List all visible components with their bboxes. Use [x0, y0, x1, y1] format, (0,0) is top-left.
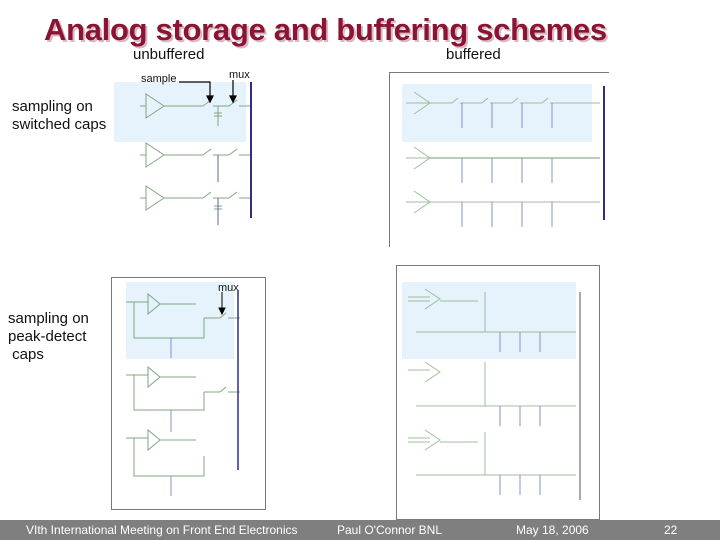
footer-conference: VIth International Meeting on Front End …	[26, 523, 298, 537]
highlight-channel	[126, 282, 234, 359]
label-sample: sample	[141, 73, 177, 85]
highlight-channel	[402, 84, 592, 142]
footer-author: Paul O'Connor BNL	[337, 523, 443, 537]
highlight-channel	[114, 82, 246, 142]
row-label-peak-detect: sampling on peak-detect caps	[8, 310, 89, 363]
slide-title: Analog storage and buffering schemes	[44, 12, 607, 47]
header-unbuffered: unbuffered	[133, 46, 205, 63]
footer-page-number: 22	[664, 523, 678, 537]
frame-buffered-switched	[389, 72, 609, 247]
highlight-channel	[402, 282, 576, 359]
row-label-switched-caps: sampling on switched caps	[12, 98, 107, 133]
label-mux: mux	[229, 69, 250, 81]
frame-unbuffered-peak	[111, 277, 266, 510]
label-mux: mux	[218, 282, 239, 294]
frame-buffered-peak	[396, 265, 600, 520]
header-buffered: buffered	[446, 46, 501, 63]
footer-bar: VIth International Meeting on Front End …	[0, 520, 720, 540]
footer-date: May 18, 2006	[516, 523, 589, 537]
